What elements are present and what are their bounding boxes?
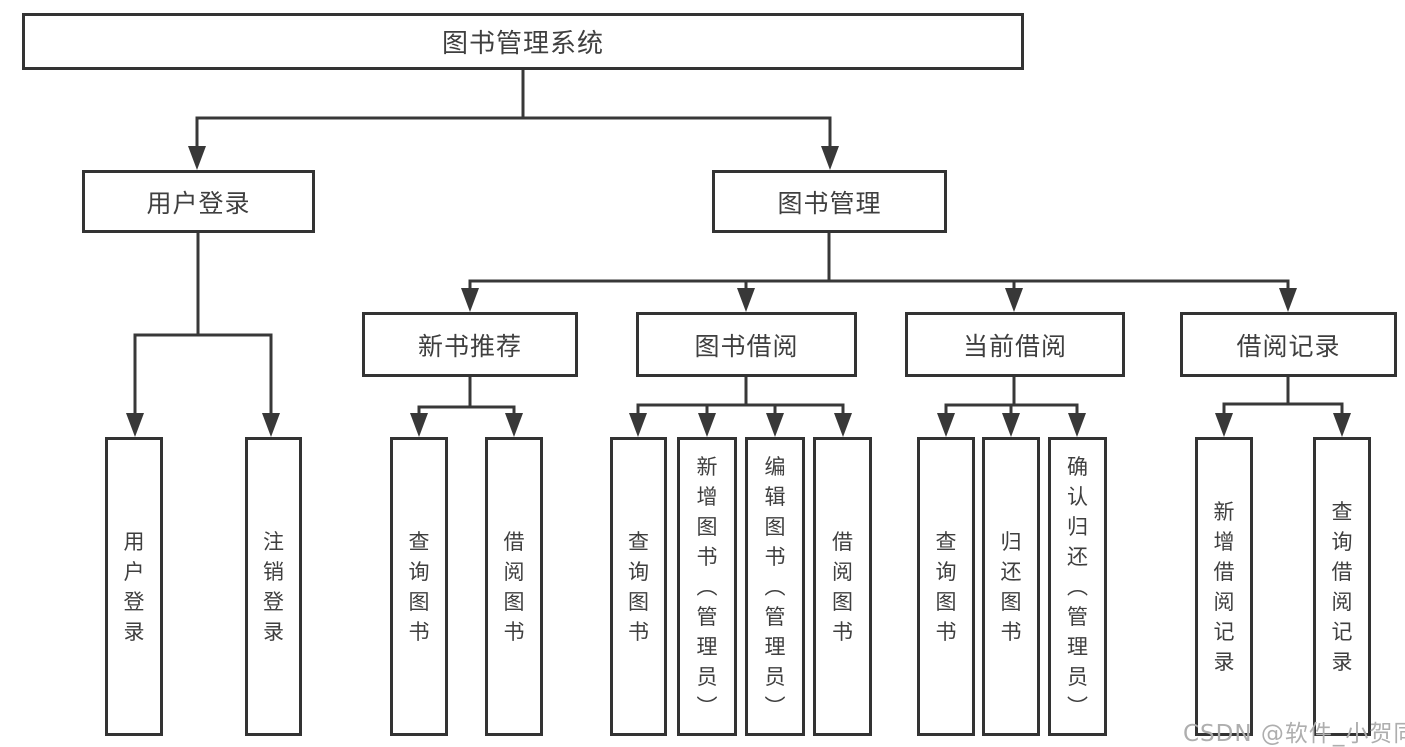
leaf-query-books-current: 查询图书 [917,437,975,736]
leaf-return-books: 归还图书 [982,437,1040,736]
leaf-borrow-books: 借阅图书 [813,437,872,736]
leaf-add-books-admin: 新增图书︵管理员︶ [677,437,737,736]
leaf-add-borrow-record: 新增借阅记录 [1195,437,1253,736]
node-user-login: 用户登录 [82,170,315,233]
connector-root-to-level2 [188,70,839,170]
node-borrow-records: 借阅记录 [1180,312,1397,377]
leaf-query-books-borrowing: 查询图书 [610,437,667,736]
connector-user-login-children [126,233,280,437]
connector-current-borrowing-children [937,377,1086,437]
leaf-query-books-recommend: 查询图书 [390,437,448,736]
node-book-management: 图书管理 [712,170,947,233]
csdn-watermark: CSDN @软件_小贺同学 [1183,721,1405,747]
connector-new-book-recommend-children [410,377,523,437]
leaf-query-borrow-record: 查询借阅记录 [1313,437,1371,736]
connector-book-borrowing-children [629,377,852,437]
node-current-borrowing: 当前借阅 [905,312,1125,377]
connector-book-management-children [461,233,1297,312]
leaf-confirm-return-admin: 确认归还︵管理员︶ [1048,437,1107,736]
leaf-logout: 注销登录 [245,437,302,736]
leaf-borrow-books-recommend: 借阅图书 [485,437,543,736]
node-new-book-recommend: 新书推荐 [362,312,578,377]
leaf-edit-books-admin: 编辑图书︵管理员︶ [745,437,805,736]
node-library-management-system: 图书管理系统 [22,13,1024,70]
node-book-borrowing: 图书借阅 [636,312,857,377]
connector-borrow-records-children [1215,377,1351,437]
leaf-user-login: 用户登录 [105,437,163,736]
